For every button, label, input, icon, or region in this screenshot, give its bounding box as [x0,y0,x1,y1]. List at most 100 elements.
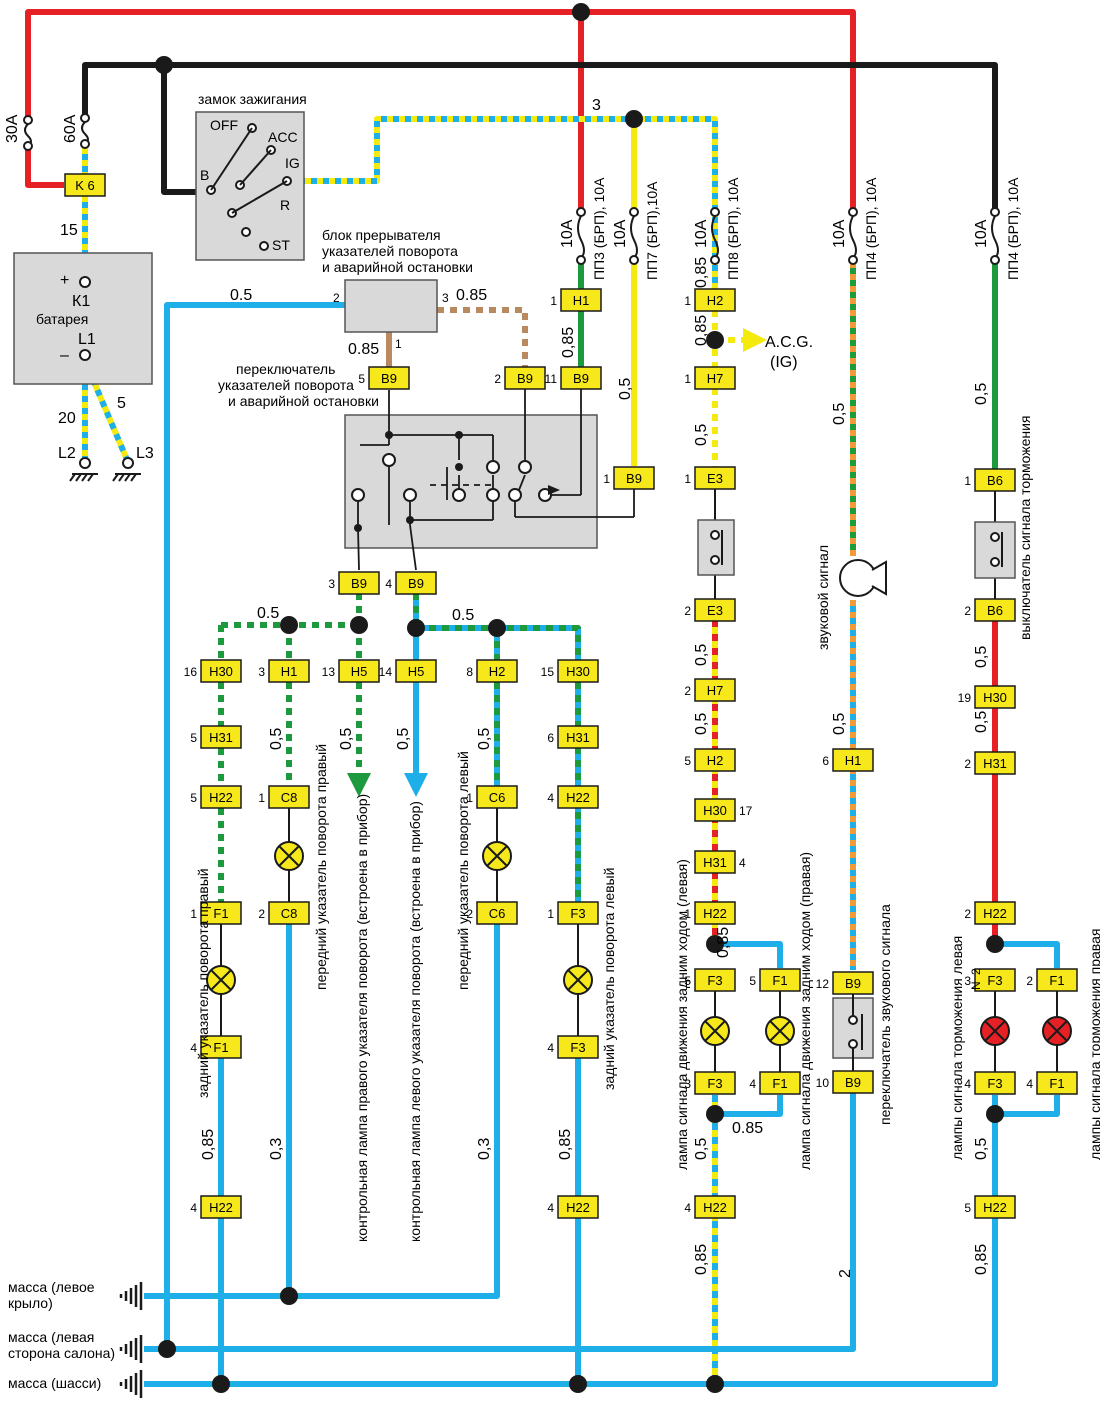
connector-h7: H7 2 [684,678,736,702]
connector-f3: F3 5 [684,968,736,992]
connector-c8: C8 1 [258,785,310,809]
fuse-pp4b-label: ПП4 (БРП), 10А [1005,177,1021,280]
gauge-5-bat: 5 [117,395,126,412]
acg-label-2: (IG) [770,354,798,371]
gauge-085-brake-gnd: 0,85 [973,1244,990,1275]
fuse-pp7-amp: 10А [612,219,629,248]
connector-pin: 2 [1026,974,1033,988]
label-reverse-right: лампа сигнала движения задним ходом (пра… [797,852,813,1170]
connector-label: H30 [209,664,233,679]
label-horn: звуковой сигнал [815,545,831,650]
connector-label: B9 [573,371,589,386]
fuse-pp7-icon [629,207,639,265]
connector-pin: 4 [547,791,554,805]
connector-pin: 1 [684,472,691,486]
gauge-05-horn: 0,5 [831,403,848,425]
lamp-front-right-icon [274,841,304,871]
gauge-05-yellow-pp7: 0,5 [617,378,634,400]
connector-pin: 4 [385,577,392,591]
label-ctrl-right: контрольная лампа правого указателя пово… [354,794,370,1242]
connector-h1: H16 [822,748,874,772]
label-rear-left: задний указатель поворота левый [601,868,617,1090]
connector-pin: 5 [190,791,197,805]
fuse-pp4b-icon [990,207,1000,265]
fuse-pp4a-amp: 10А [831,219,848,248]
connector-pin: 1 [684,372,691,386]
wire-black-main [82,62,998,210]
connector-label: H5 [408,664,425,679]
connector-label: F3 [987,973,1002,988]
connector-label: B9 [381,371,397,386]
connector-h1: H13 [258,659,310,683]
lamp-front-left-icon [482,841,512,871]
fuse-30a-icon [23,115,33,151]
connector-label: C8 [281,790,298,805]
wire-ig-dash [287,116,718,290]
ground-cabin-icon [119,1335,143,1363]
gauge-085-rev: 0,85 [715,927,732,958]
connector-label: H22 [209,1200,233,1215]
lamps [206,841,1072,1046]
gauge-03-c8: 0,3 [268,1138,285,1160]
connector-label: H31 [566,730,590,745]
connector-label: B6 [987,603,1003,618]
connector-h2: H21 [684,288,736,312]
connector-label: H7 [707,683,724,698]
connector-label: H22 [983,1200,1007,1215]
labels: 30A 60A 15 3 + К1 батарея L1 – 20 5 L2 L… [4,91,1100,1391]
connector-b9: B94 [385,571,437,595]
connector-pin: 4 [684,1201,691,1215]
wire-red-30a [25,142,64,188]
connector-h2: H28 [466,659,518,683]
gauge-085-f3: 0,85 [557,1129,574,1160]
connector-label: H22 [566,1200,590,1215]
ignition-b: B [200,167,209,183]
gauge-085-f1: 0,85 [200,1129,217,1160]
gauge-05-brake: 0,5 [973,383,990,405]
connector-h7: H7 1 [684,366,736,390]
connector-pin: 15 [541,665,555,679]
fuse-pp8-label: ПП8 (БРП), 10А [725,177,741,280]
wire-blue-rev-branch [715,941,783,968]
connector-label: H2 [707,753,724,768]
ground-fender-icon [119,1282,143,1310]
fuse-pp8-amp: 10А [693,219,710,248]
horn-icon [839,559,887,597]
label-rear-right: задний указатель поворота правый [195,868,211,1098]
connector-label: F3 [570,1040,585,1055]
connector-label: F3 [707,973,722,988]
wire-horn-gnd [144,1093,856,1352]
connector-k6: K 6 [64,173,106,197]
wire-blue-rev-join [715,1095,783,1117]
connector-f3: F33 [684,1071,736,1095]
fuse-pp3-label: ПП3 (БРП), 10А [591,177,607,280]
connector-label: H7 [707,371,724,386]
gauge-20: 20 [58,410,76,427]
connector-b9: B91 [603,466,655,490]
ground-chassis: масса (шасси) [8,1375,101,1391]
connector-pin: 2 [684,684,691,698]
connector-pin: 5 [684,974,691,988]
wire-bg-bus-dash [416,625,581,660]
gauge-05-h7-h2: 0,5 [693,713,710,735]
battery-plus: + [60,272,69,289]
connector-e3: E31 [684,466,736,490]
fuse-pp3-icon [576,207,586,265]
turn-hazard-switch [344,388,635,571]
connector-pin: 12 [816,977,830,991]
connector-f3: F34 [964,1071,1016,1095]
fuse-pp7-label: ПП7 (БРП),10А [644,181,660,280]
connector-label: H31 [983,756,1007,771]
connector-label: H1 [573,293,590,308]
connector-pin: 1 [258,791,265,805]
connector-label: F3 [987,1076,1002,1091]
ignition-ig: IG [285,155,300,171]
connector-f3: F33 [964,968,1016,992]
fuse-30a-label: 30A [4,114,21,143]
interrupter-pin-3: 3 [442,291,449,305]
